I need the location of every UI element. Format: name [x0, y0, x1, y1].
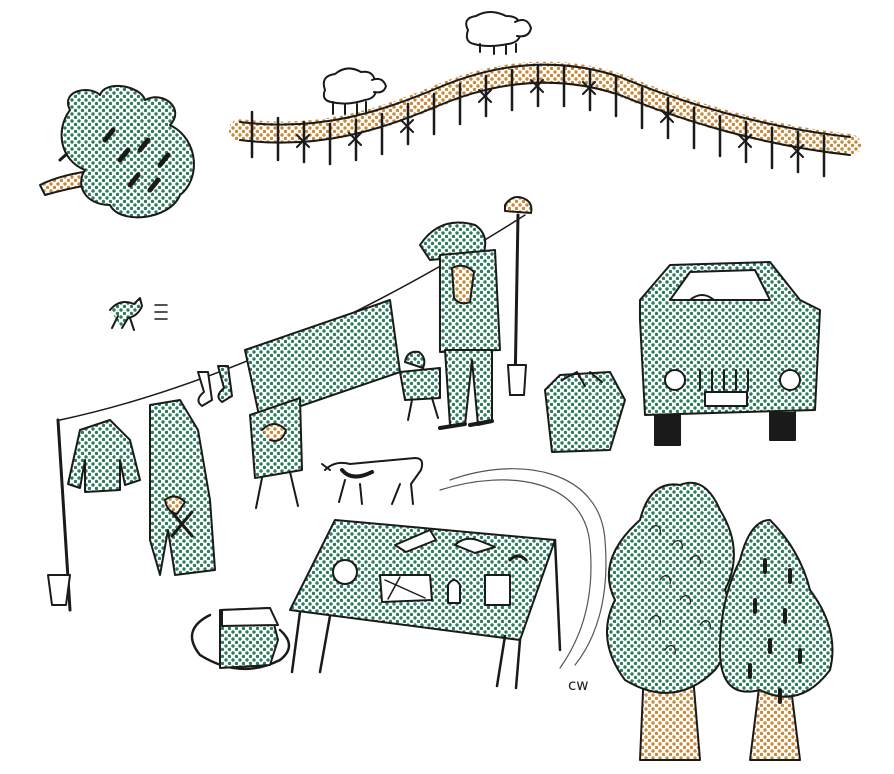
sheep-right [466, 12, 531, 54]
hanging-jacket [68, 420, 140, 492]
car [640, 262, 820, 445]
artist-signature: cw [568, 676, 589, 694]
socks [198, 366, 232, 406]
small-dog [110, 298, 167, 330]
small-child [400, 352, 440, 420]
box-of-stuff [545, 372, 625, 452]
walking-dog [322, 458, 422, 504]
tall-tree [607, 483, 734, 760]
sale-table [290, 520, 560, 688]
bird [505, 197, 531, 213]
hanging-coat [150, 400, 215, 575]
tree-top-left [40, 86, 194, 217]
pine-tree [720, 520, 833, 760]
cooler-box [192, 608, 289, 669]
